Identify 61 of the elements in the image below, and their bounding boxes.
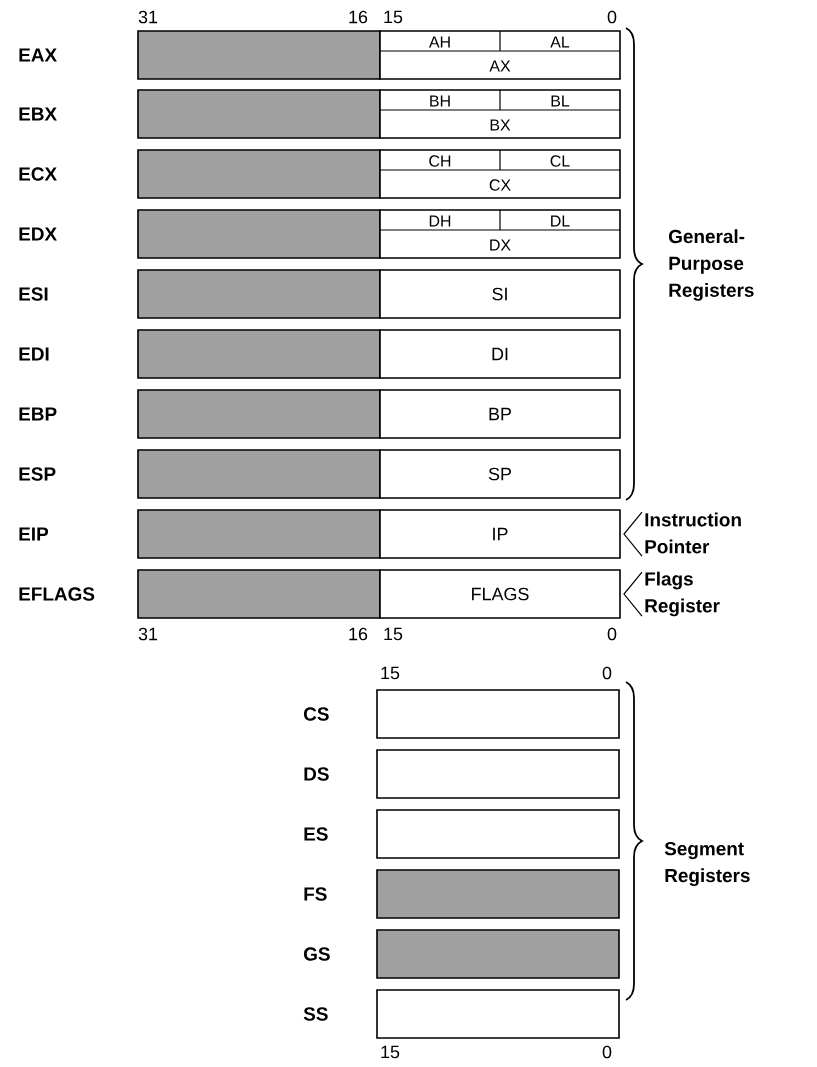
register-box: SP: [379, 449, 621, 499]
bit-number: 15: [384, 10, 403, 24]
register-box: IP: [379, 509, 621, 559]
register-box: DI: [379, 329, 621, 379]
register-name: EDX: [19, 227, 57, 241]
register-name: ESI: [19, 287, 48, 301]
register-box: BP: [379, 389, 621, 439]
bit-number: 0: [607, 627, 617, 641]
bit-number: 16: [349, 627, 368, 641]
register-box: [137, 449, 381, 499]
register-box: [137, 30, 381, 80]
sub-register-label: CH: [429, 155, 451, 167]
sub-register-label: AL: [550, 36, 570, 48]
register-name: GS: [304, 947, 330, 961]
register-box: [137, 569, 381, 619]
register-name: FS: [304, 887, 327, 901]
sub-register-label: BH: [430, 95, 450, 107]
register-box: [137, 389, 381, 439]
register-box: [137, 149, 381, 199]
register-name: EBP: [19, 407, 57, 421]
register-box: SI: [379, 269, 621, 319]
brace-label: Flags Register: [645, 571, 720, 617]
bit-number: 15: [384, 627, 403, 641]
brace-label: General-Purpose Registers: [669, 229, 754, 301]
register-box: [376, 749, 620, 799]
register-name: EIP: [19, 527, 49, 541]
register-name: EFLAGS: [19, 587, 95, 601]
register-name: DS: [304, 767, 329, 781]
register-box: [137, 89, 381, 139]
brace-label: Segment Registers: [664, 841, 750, 887]
sub-register-label: DH: [429, 215, 451, 227]
sub-register-label: BL: [551, 95, 570, 107]
register-name: ES: [304, 827, 328, 841]
register-name: EDI: [19, 347, 49, 361]
brace-label: Instruction Pointer: [645, 512, 741, 554]
sub-register-label: BX: [490, 119, 511, 131]
register-box: [376, 989, 620, 1039]
register-name: ESP: [19, 467, 56, 481]
register-name: EBX: [19, 107, 57, 121]
sub-register-label: AH: [428, 36, 450, 48]
sub-register-label: AX: [489, 60, 511, 72]
bit-number: 0: [602, 666, 612, 680]
bit-number: 16: [349, 10, 368, 24]
register-box: [376, 809, 620, 859]
bit-number: 15: [381, 666, 400, 680]
register-box: [137, 329, 381, 379]
sub-register-label: DX: [490, 239, 511, 251]
register-name: EAX: [19, 48, 57, 62]
register-box: [137, 509, 381, 559]
register-name: SS: [303, 1007, 328, 1021]
sub-register-label: CL: [550, 155, 570, 167]
register-box: FLAGS: [379, 569, 621, 619]
register-name: CS: [304, 707, 329, 721]
register-name: ECX: [19, 167, 57, 181]
sub-register-label: DL: [551, 215, 570, 227]
register-box: [137, 209, 381, 259]
sub-register-label: CX: [489, 179, 511, 191]
register-box: [137, 269, 381, 319]
register-box: [376, 929, 620, 979]
register-box: [376, 689, 620, 739]
register-box: [376, 869, 620, 919]
